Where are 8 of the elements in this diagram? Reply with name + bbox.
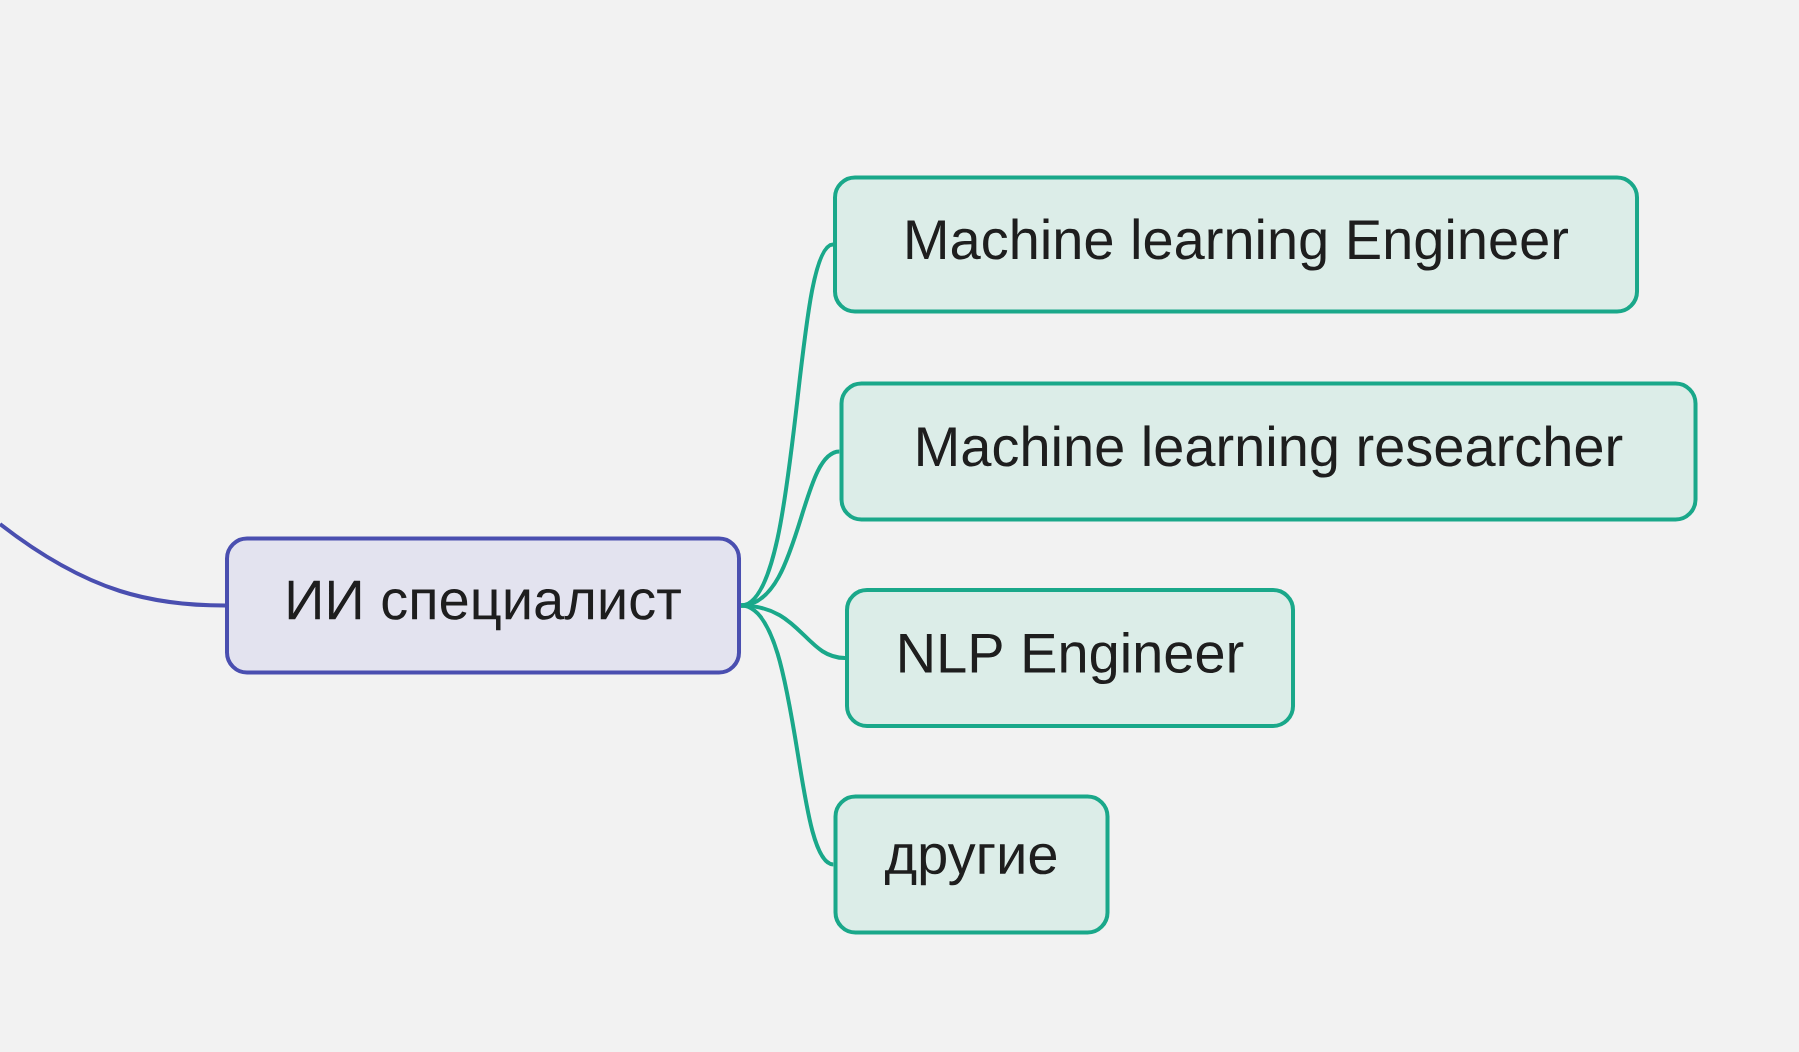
subtopic-box: другие: [833, 794, 1110, 935]
connector-line: [740, 603, 846, 660]
subtopic-box: NLP Engineer: [845, 588, 1295, 728]
connector-line: [0, 522, 226, 608]
subtopic-box: Machine learning researcher: [839, 381, 1698, 522]
subtopic-box: Machine learning Engineer: [833, 175, 1639, 314]
connector-line: [740, 603, 835, 867]
topic-box: ИИ специалист: [225, 536, 741, 675]
